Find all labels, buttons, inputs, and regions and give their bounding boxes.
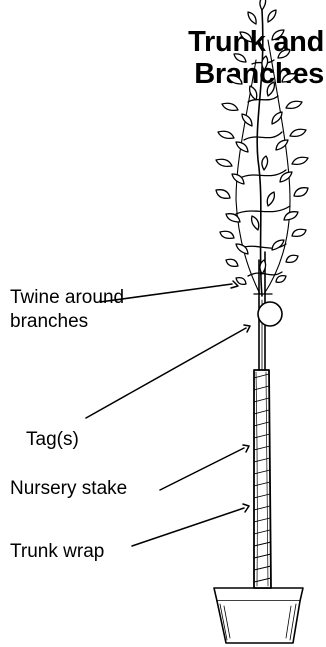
trunk-wrap — [254, 370, 271, 588]
tag-circle — [258, 302, 282, 326]
leader-tag — [86, 328, 246, 418]
leader-stake — [160, 448, 244, 490]
foliage — [216, 0, 308, 284]
leader-wrap — [132, 508, 244, 546]
leader-twine — [100, 284, 232, 302]
leader-lines — [86, 281, 250, 546]
pot — [214, 588, 303, 643]
